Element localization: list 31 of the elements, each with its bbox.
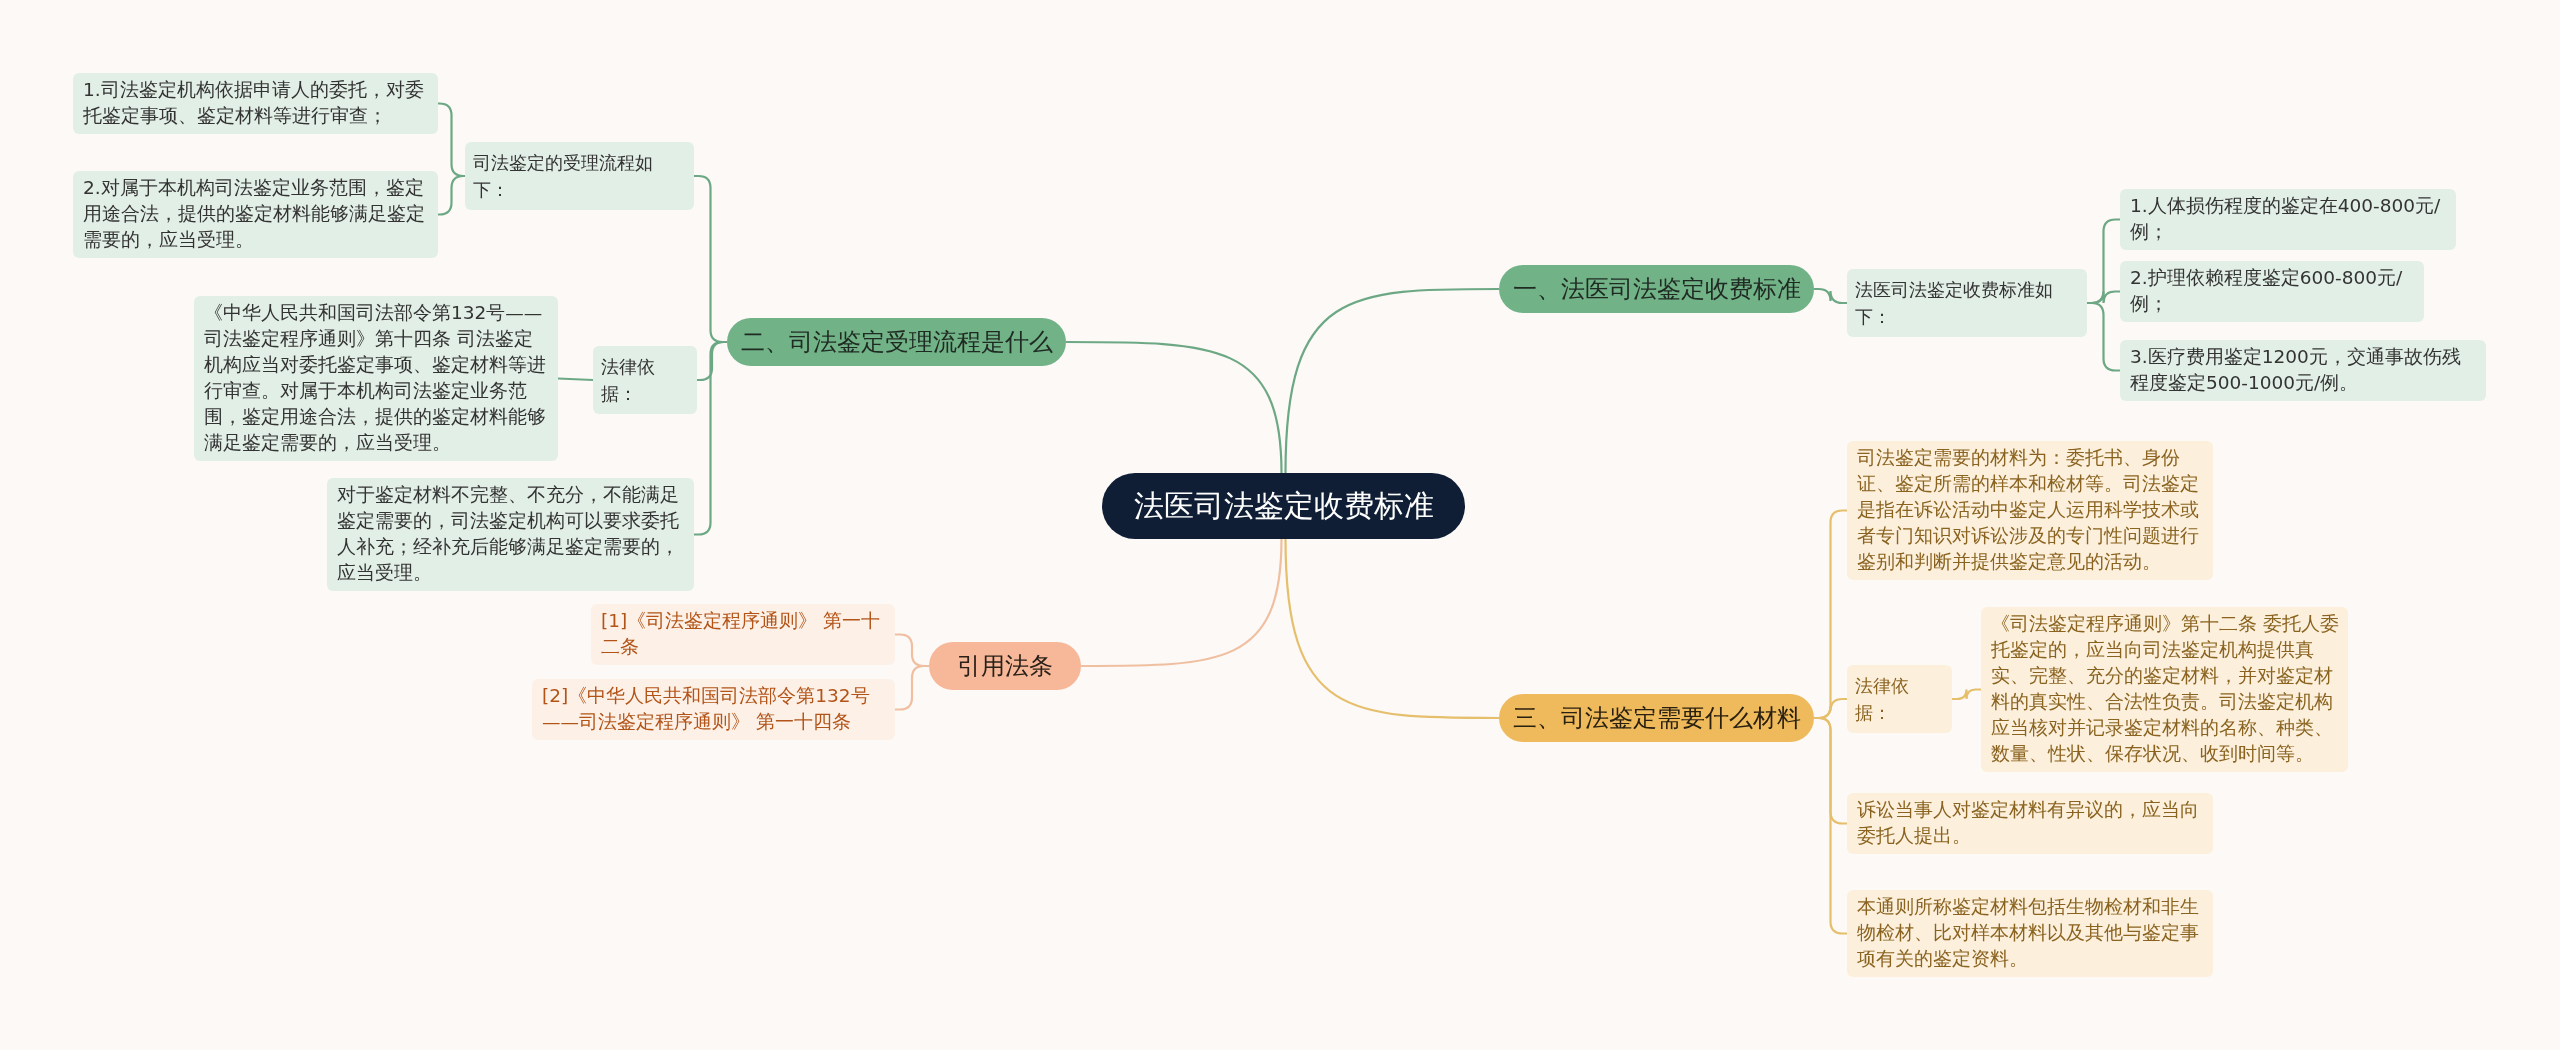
detail-box: 1.司法鉴定机构依据申请人的委托，对委托鉴定事项、鉴定材料等进行审查； — [73, 73, 438, 134]
detail-box: 2.护理依赖程度鉴定600-800元/例； — [2120, 261, 2424, 322]
connector-line — [1284, 538, 1499, 720]
connector-line — [1284, 287, 1499, 474]
root-topic: 法医司法鉴定收费标准 — [1102, 473, 1465, 539]
subtopic-box: 法律依据： — [593, 346, 697, 414]
detail-box: 1.人体损伤程度的鉴定在400-800元/例； — [2120, 189, 2456, 250]
connector-line — [1066, 340, 1283, 474]
branch-topic: 三、司法鉴定需要什么材料 — [1499, 694, 1814, 742]
connector-line — [1081, 538, 1283, 668]
detail-box: 司法鉴定需要的材料为：委托书、身份证、鉴定所需的样本和检材等。司法鉴定是指在诉讼活动中鉴定人运用科学技术或者专门知识对诉讼涉及的专门性问题进行鉴别和判断并提供鉴定意见的活动。 — [1847, 441, 2213, 580]
detail-box: [2]《中华人民共和国司法部令第132号——司法鉴定程序通则》 第一十四条 — [532, 679, 895, 740]
branch-topic: 一、法医司法鉴定收费标准 — [1499, 265, 1814, 313]
branch-topic: 二、司法鉴定受理流程是什么 — [727, 318, 1066, 366]
subtopic-box: 法医司法鉴定收费标准如下： — [1847, 269, 2087, 337]
detail-box: 本通则所称鉴定材料包括生物检材和非生物检材、比对样本材料以及其他与鉴定事项有关的鉴定资料。 — [1847, 890, 2213, 977]
connector-line — [1814, 287, 1847, 305]
detail-box: 2.对属于本机构司法鉴定业务范围，鉴定用途合法，提供的鉴定材料能够满足鉴定需要的，应当受理。 — [73, 171, 438, 258]
branch-topic: 引用法条 — [929, 642, 1081, 690]
subtopic-box: 法律依据： — [1847, 665, 1952, 733]
connector-line — [895, 664, 929, 711]
detail-box: 诉讼当事人对鉴定材料有异议的，应当向委托人提出。 — [1847, 793, 2213, 854]
connector-line — [557, 377, 594, 382]
connector-line — [1952, 688, 1981, 701]
detail-box: 对于鉴定材料不完整、不充分，不能满足鉴定需要的，司法鉴定机构可以要求委托人补充；经补充后能够满足鉴定需要的，应当受理。 — [327, 478, 694, 591]
connector-line — [437, 174, 466, 216]
detail-box: 《中华人民共和国司法部令第132号——司法鉴定程序通则》第十四条 司法鉴定机构应当对委托鉴定事项、鉴定材料等进行审查。对属于本机构司法鉴定业务范围，鉴定用途合法，提供的鉴定材料能够满足鉴定需要的，应当受理。 — [194, 296, 558, 461]
detail-box: 《司法鉴定程序通则》第十二条 委托人委托鉴定的，应当向司法鉴定机构提供真实、完整、充分的鉴定材料，并对鉴定材料的真实性、合法性负责。司法鉴定机构应当核对并记录鉴定材料的名称、种类、数量、性状、保存状况、收到时间等。 — [1981, 607, 2348, 772]
detail-box: 3.医疗费用鉴定1200元，交通事故伤残程度鉴定500-1000元/例。 — [2120, 340, 2486, 401]
subtopic-box: 司法鉴定的受理流程如下： — [465, 142, 694, 210]
detail-box: [1]《司法鉴定程序通则》 第一十二条 — [591, 604, 895, 665]
